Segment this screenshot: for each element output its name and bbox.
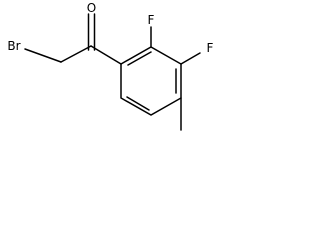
aromatic-inner-bond-1 xyxy=(127,51,152,66)
bond-carbonyl-ring xyxy=(90,45,122,65)
bond-br-ch2 xyxy=(24,48,62,63)
bond-ch2-carbonyl xyxy=(60,45,92,63)
bromine-atom-label: Br xyxy=(7,39,20,53)
bond-ring-f3 xyxy=(180,52,201,65)
oxygen-atom-label: O xyxy=(87,1,96,15)
benzene-ring xyxy=(120,46,182,116)
aromatic-inner-bond-3 xyxy=(126,96,150,111)
fluorine-3-atom-label: F xyxy=(207,41,214,55)
chemical-structure: O Br F F xyxy=(7,1,214,131)
fluorine-2-atom-label: F xyxy=(148,13,155,27)
